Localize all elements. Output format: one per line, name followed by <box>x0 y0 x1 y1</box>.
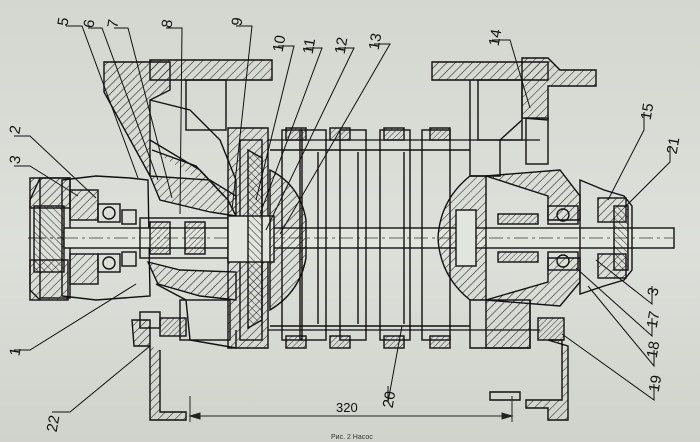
leader-lines <box>14 25 671 413</box>
label-12: 12 <box>332 36 352 55</box>
label-3-left: 3 <box>6 154 24 165</box>
left-bearing-assembly <box>29 59 675 349</box>
figure-caption: Рис. 2 Насос <box>331 434 373 441</box>
label-22: 22 <box>44 414 64 433</box>
dimension-320-label: 320 <box>336 400 358 415</box>
dimension-320 <box>188 396 514 422</box>
label-9: 9 <box>228 16 246 27</box>
label-18: 18 <box>644 340 664 359</box>
label-3-right: 3 <box>644 286 662 297</box>
label-13: 13 <box>366 32 386 51</box>
label-8: 8 <box>158 18 176 29</box>
label-1: 1 <box>6 346 24 357</box>
right-discharge-assembly <box>431 57 633 349</box>
label-19: 19 <box>646 374 666 393</box>
label-11: 11 <box>300 37 319 55</box>
middle-stage-stack <box>268 127 540 349</box>
label-7: 7 <box>104 18 122 29</box>
part-number-labels: 5 6 7 8 9 10 11 12 13 14 2 3 1 22 15 21 … <box>6 16 683 433</box>
label-2: 2 <box>6 124 24 135</box>
label-10: 10 <box>270 34 290 53</box>
label-20: 20 <box>380 390 400 409</box>
right-foot-bracket <box>489 339 569 421</box>
label-21: 21 <box>664 136 684 155</box>
label-17: 17 <box>644 310 664 329</box>
label-14: 14 <box>486 28 506 47</box>
label-6: 6 <box>80 18 98 29</box>
label-15: 15 <box>638 102 658 121</box>
left-foot-bracket <box>131 311 187 421</box>
label-5: 5 <box>54 16 72 27</box>
